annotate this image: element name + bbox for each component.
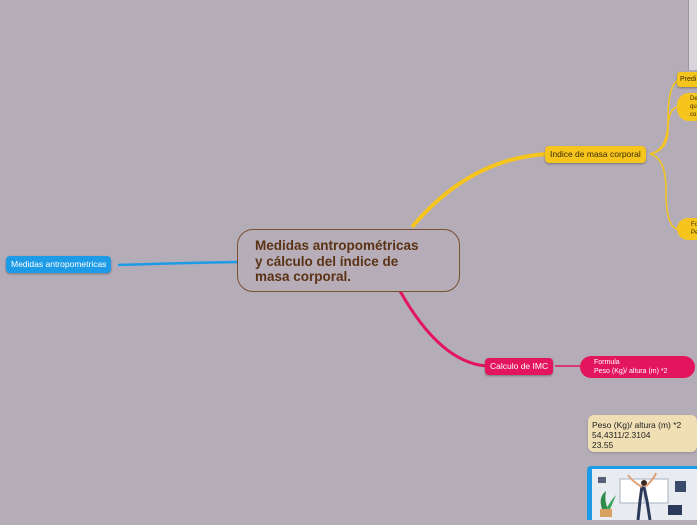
note-calculation[interactable]: Peso (Kg)/ altura (m) *2 54,4311/2.3104 … — [588, 415, 697, 452]
formula-title: Formula — [594, 359, 620, 366]
topic-medidas-antropometricas[interactable]: Medidas antropometricas — [6, 256, 112, 273]
note-line3: 23.55 — [592, 440, 614, 450]
link-de — [649, 106, 679, 155]
exercise-illustration — [592, 469, 697, 521]
link-imc — [410, 152, 549, 229]
topic-formula[interactable]: Formula Peso (Kg)/ altura (m) *2 — [580, 356, 695, 378]
de-line2: qu — [690, 104, 697, 110]
note-line1: Peso (Kg)/ altura (m) *2 — [592, 420, 682, 430]
formula-text: Peso (Kg)/ altura (m) *2 — [594, 368, 668, 375]
fo-line2: Pe — [691, 230, 697, 236]
partial-box-topright — [688, 0, 697, 70]
topic-predi-partial[interactable]: Predi — [677, 72, 697, 87]
de-line1: De — [690, 96, 697, 102]
de-line3: co — [690, 112, 697, 118]
image-attachment[interactable] — [587, 466, 697, 521]
central-line2: y cálculo del índice de — [255, 253, 399, 269]
topic-indice-masa-corporal[interactable]: Indice de masa corporal — [545, 146, 646, 163]
link-fo — [649, 153, 679, 230]
topic-de-partial[interactable]: De qu co — [677, 93, 697, 121]
note-line2: 54,4311/2.3104 — [592, 430, 651, 440]
fo-line1: Fo — [691, 222, 697, 228]
topic-fo-partial[interactable]: Fo Pe — [677, 218, 697, 240]
topic-calculo-imc[interactable]: Calculo de IMC — [485, 358, 554, 375]
central-line1: Medidas antropométricas — [255, 238, 419, 253]
central-topic[interactable]: Medidas antropométricas y cálculo del ín… — [237, 229, 460, 292]
link-medidas — [117, 260, 239, 267]
link-calculo — [398, 290, 487, 368]
central-line3: masa corporal. — [255, 269, 352, 284]
